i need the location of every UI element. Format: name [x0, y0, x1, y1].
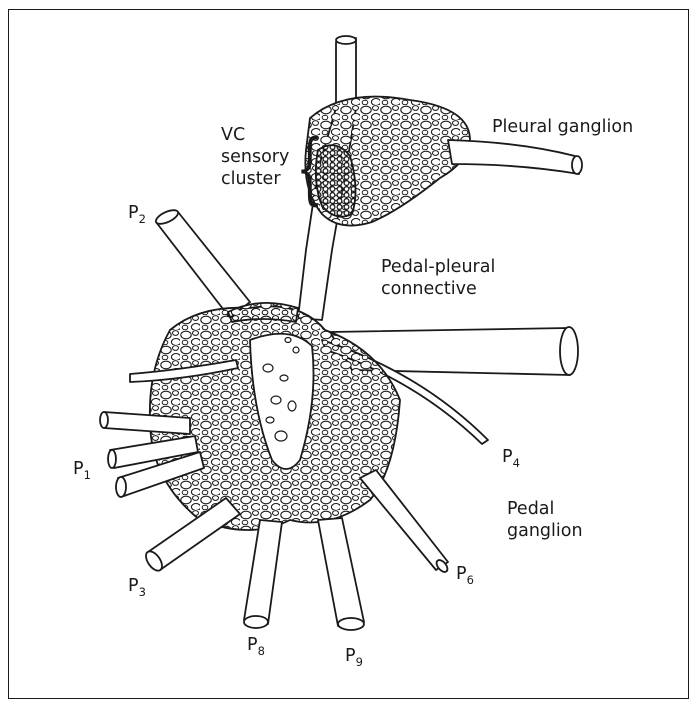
nerve-label-p8: P8 [247, 634, 265, 656]
pedal-ganglion-label-line1: Pedal [507, 498, 554, 520]
pedal-pleural-label-line1: Pedal-pleural [381, 256, 495, 278]
nerve-label-p1: P1 [73, 458, 91, 480]
nerve-label-p9: P9 [345, 645, 363, 667]
pleural-nerve-cut-end [572, 156, 582, 174]
nerve-p1-a-cut-end [100, 412, 108, 428]
pedal-ganglion-label-line2: ganglion [507, 520, 583, 542]
vc-label-line3: cluster [221, 168, 281, 190]
vc-label-line2: sensory [221, 146, 289, 168]
nerve-p2 [156, 212, 250, 318]
nerve-p8 [244, 520, 282, 624]
vc-label-line1: VC [221, 124, 245, 146]
right-nerve-cut-end [560, 327, 578, 375]
nerve-label-p2: P2 [128, 202, 146, 224]
connective-cut-end [336, 36, 356, 44]
pedal-pleural-label-line2: connective [381, 278, 477, 300]
nerve-p1-b-cut-end [108, 450, 116, 468]
pleural-nerve [448, 140, 579, 174]
nerve-p8-cut-end [244, 616, 268, 628]
vc-brace-icon: { [296, 130, 323, 208]
nerve-label-p4: P4 [502, 446, 520, 468]
nerve-label-p3: P3 [128, 575, 146, 597]
nerve-label-p6: P6 [456, 563, 474, 585]
nerve-p9 [318, 518, 364, 626]
nerve-p1-c-cut-end [116, 477, 126, 497]
pleural-ganglion-label: Pleural ganglion [492, 116, 633, 138]
nerve-p6 [360, 470, 448, 570]
nerve-p9-cut-end [338, 618, 364, 630]
